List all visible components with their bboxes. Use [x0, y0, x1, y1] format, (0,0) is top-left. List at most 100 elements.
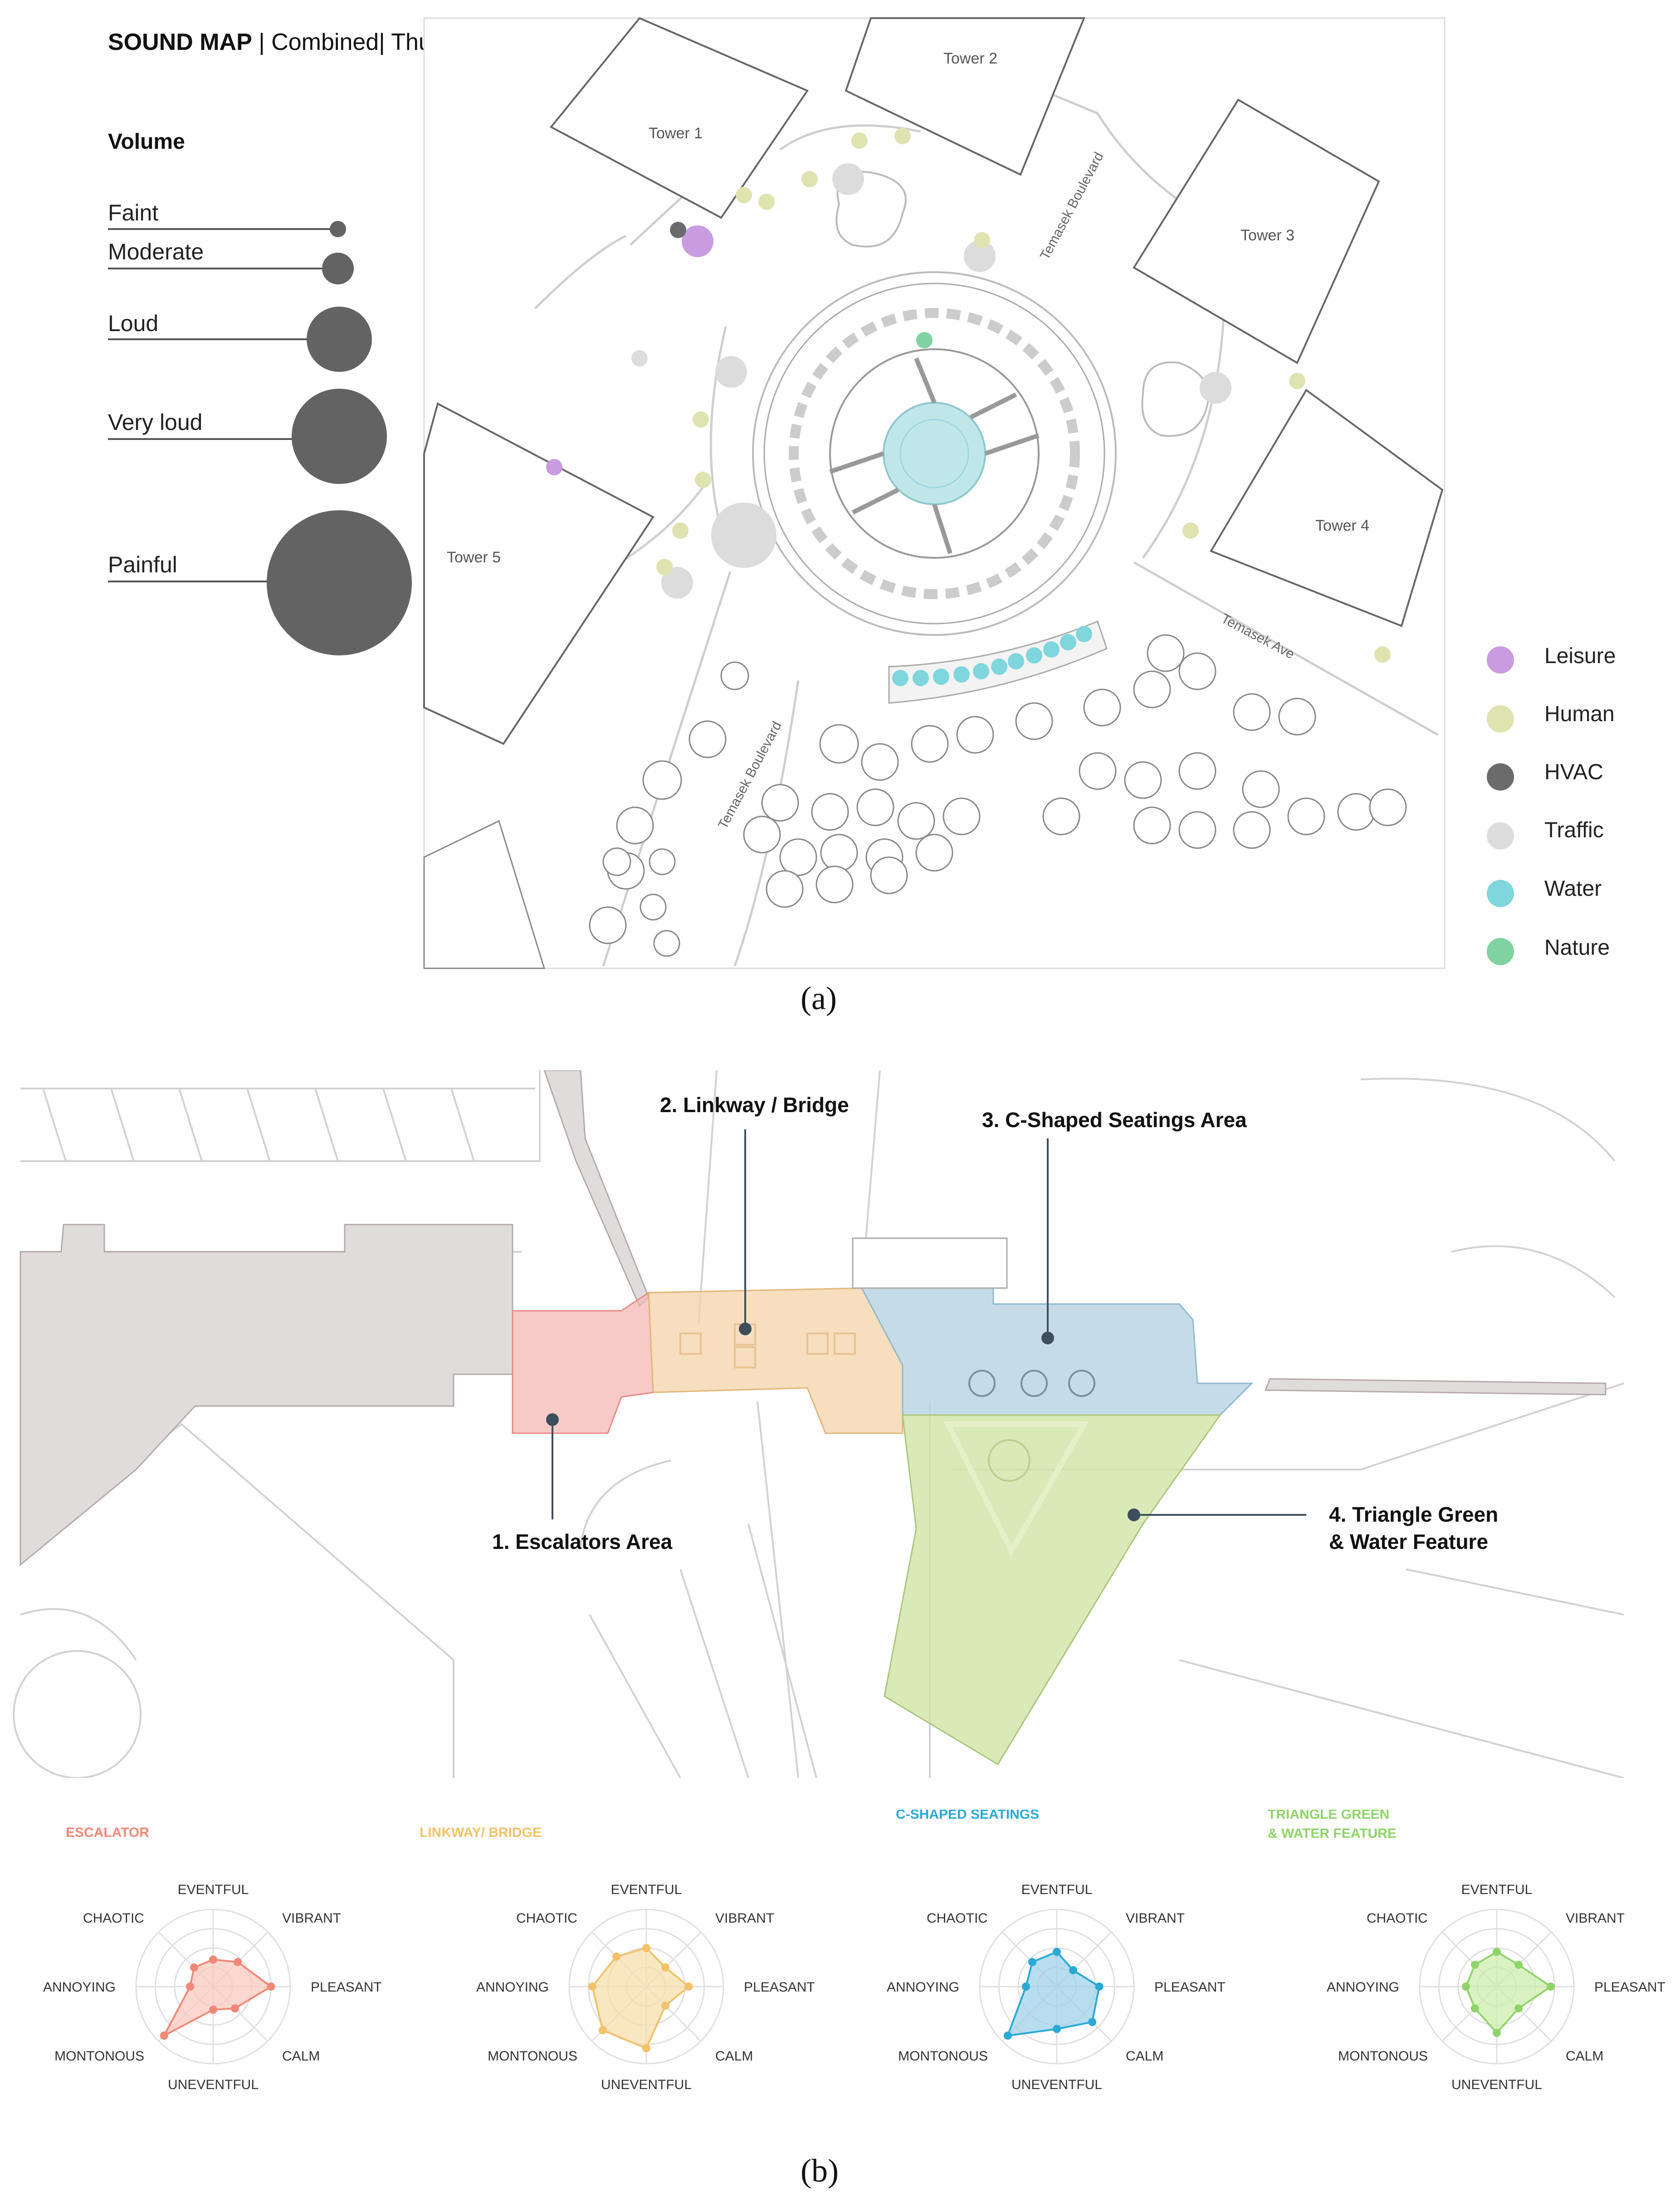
building-corner	[423, 820, 546, 969]
volume-loud: Loud	[108, 307, 372, 372]
source-legend: Leisure Human HVAC Traffic Water Nature	[1487, 644, 1616, 965]
radar-axis-label: EVENTFUL	[1021, 1882, 1093, 1897]
radar-point-eventful	[642, 1944, 650, 1952]
radar-point-annoying	[588, 1982, 596, 1991]
volume-very-loud-label: Very loud	[108, 410, 202, 435]
tower-3-building	[1133, 98, 1380, 364]
plaza-seating-ring	[789, 308, 1080, 599]
callout-lines	[546, 1129, 1306, 1521]
radar-axis-label: PLEASANT	[744, 1980, 815, 1995]
radar-point-annoying	[1462, 1982, 1470, 1991]
traffic-marker	[832, 163, 864, 195]
plan-background	[20, 1070, 1619, 1778]
area-escalators	[512, 1291, 654, 1434]
radar-axis-label: CALM	[715, 2049, 753, 2064]
radar-point-montonous	[598, 2026, 607, 2035]
radar-axis-label: UNEVENTFUL	[1011, 2077, 1102, 2092]
radar-axis-label: UNEVENTFUL	[601, 2077, 692, 2092]
linkway-skylights	[679, 1323, 856, 1368]
human-swatch	[1487, 705, 1514, 732]
radar-axis-label: PLEASANT	[311, 1980, 382, 1995]
radar-axis-label: CHAOTIC	[927, 1911, 988, 1926]
water-swatch	[1487, 880, 1514, 907]
area-triangle-green	[884, 1414, 1221, 1766]
radar-point-uneventful	[1493, 2029, 1501, 2037]
radar-axis-label: VIBRANT	[715, 1911, 774, 1926]
radar-axis-label: VIBRANT	[282, 1911, 341, 1926]
seating-icons	[968, 1370, 1095, 1397]
leisure-marker	[682, 225, 713, 257]
radar-axis-label: VIBRANT	[1566, 1911, 1625, 1926]
radar-axis-label: CHAOTIC	[83, 1911, 144, 1926]
leisure-swatch	[1487, 646, 1514, 674]
volume-very-loud: Very loud	[108, 389, 387, 484]
volume-legend: Volume Faint Moderate Loud Very loud Pai…	[108, 130, 412, 655]
traffic-legend-label: Traffic	[1544, 818, 1604, 842]
radar-title: ESCALATOR	[66, 1825, 149, 1840]
radar-point-eventful	[1053, 1948, 1061, 1956]
plaza-outer-ring	[752, 271, 1117, 636]
plaza-map: Tower 1 Tower 2 Tower 3 Tower 4 Tower 5	[423, 17, 1446, 969]
radar-point-eventful	[1493, 1948, 1501, 1956]
radar-axis-label: CALM	[282, 2049, 320, 2064]
radar-point-montonous	[1003, 2031, 1012, 2040]
radar-axis-label: EVENTFUL	[178, 1882, 249, 1897]
radar-point-chaotic	[612, 1952, 620, 1961]
volume-faint-circle	[330, 221, 346, 237]
radar-point-montonous	[160, 2031, 168, 2040]
area-4-label-line2: & Water Feature	[1329, 1530, 1488, 1553]
radar-chart-linkway: LINKWAY/ BRIDGEEVENTFULVIBRANTPLEASANTCA…	[420, 1825, 815, 2092]
volume-moderate: Moderate	[108, 239, 354, 284]
hvac-swatch	[1487, 763, 1514, 791]
tower-2-label: Tower 2	[943, 50, 997, 67]
radar-axis-label: MONTONOUS	[54, 2049, 144, 2064]
radar-point-pleasant	[1095, 1982, 1104, 1991]
radar-axis-label: CHAOTIC	[516, 1911, 577, 1926]
radar-point-calm	[1088, 2018, 1097, 2026]
human-legend-label: Human	[1544, 702, 1615, 726]
radar-axis-label: PLEASANT	[1594, 1980, 1665, 1995]
area-c-shaped-seating	[860, 1287, 1254, 1416]
kiosk	[852, 1237, 1008, 1289]
radar-axis-label: UNEVENTFUL	[168, 2077, 259, 2092]
radar-point-uneventful	[642, 2044, 650, 2052]
traffic-marker	[1200, 372, 1231, 404]
tower-4-label: Tower 4	[1315, 517, 1369, 534]
area-4-label: 4. Triangle Green	[1329, 1503, 1498, 1526]
volume-faint: Faint	[108, 200, 346, 237]
water-legend-label: Water	[1544, 877, 1602, 901]
water-markers	[892, 626, 1092, 686]
radar-point-annoying	[186, 1982, 194, 1991]
radar-point-annoying	[1022, 1982, 1030, 1991]
radar-axis-label: ANNOYING	[887, 1980, 959, 1995]
planter-trees	[988, 1439, 1030, 1482]
radar-point-vibrant	[661, 1963, 670, 1972]
radar-axis-label: PLEASANT	[1154, 1980, 1226, 1995]
tower-1-building	[549, 17, 809, 219]
volume-legend-title: Volume	[108, 130, 185, 154]
radar-chart-escalator: ESCALATOR EVENTFUL VIBRANT PLEASANT CALM UNEV…	[43, 1825, 382, 2092]
nature-legend-label: Nature	[1544, 936, 1610, 960]
triangle-planter	[943, 1421, 1089, 1557]
radar-point-pleasant	[1547, 1982, 1555, 1991]
volume-very-loud-circle	[292, 389, 387, 484]
nature-swatch	[1487, 938, 1514, 965]
traffic-marker	[661, 567, 693, 599]
volume-painful-label: Painful	[108, 552, 177, 577]
radar-axis-label: CHAOTIC	[1367, 1911, 1428, 1926]
traffic-swatch	[1487, 822, 1514, 850]
volume-faint-label: Faint	[108, 200, 158, 225]
fountain	[883, 402, 986, 505]
radar-axis-label: ANNOYING	[1327, 1980, 1399, 1995]
radar-point-chaotic	[1028, 1958, 1036, 1966]
tower-2-building	[845, 17, 1085, 176]
volume-loud-label: Loud	[108, 311, 158, 336]
trees	[589, 634, 1407, 957]
plaza-inner-ring	[829, 348, 1040, 559]
traffic-marker	[964, 240, 996, 272]
radar-point-pleasant	[684, 1982, 693, 1991]
traffic-marker	[631, 350, 648, 366]
radar-area	[591, 1947, 690, 2050]
area-3-label: 3. C-Shaped Seatings Area	[982, 1108, 1247, 1132]
radar-axis-label: EVENTFUL	[1461, 1882, 1533, 1897]
